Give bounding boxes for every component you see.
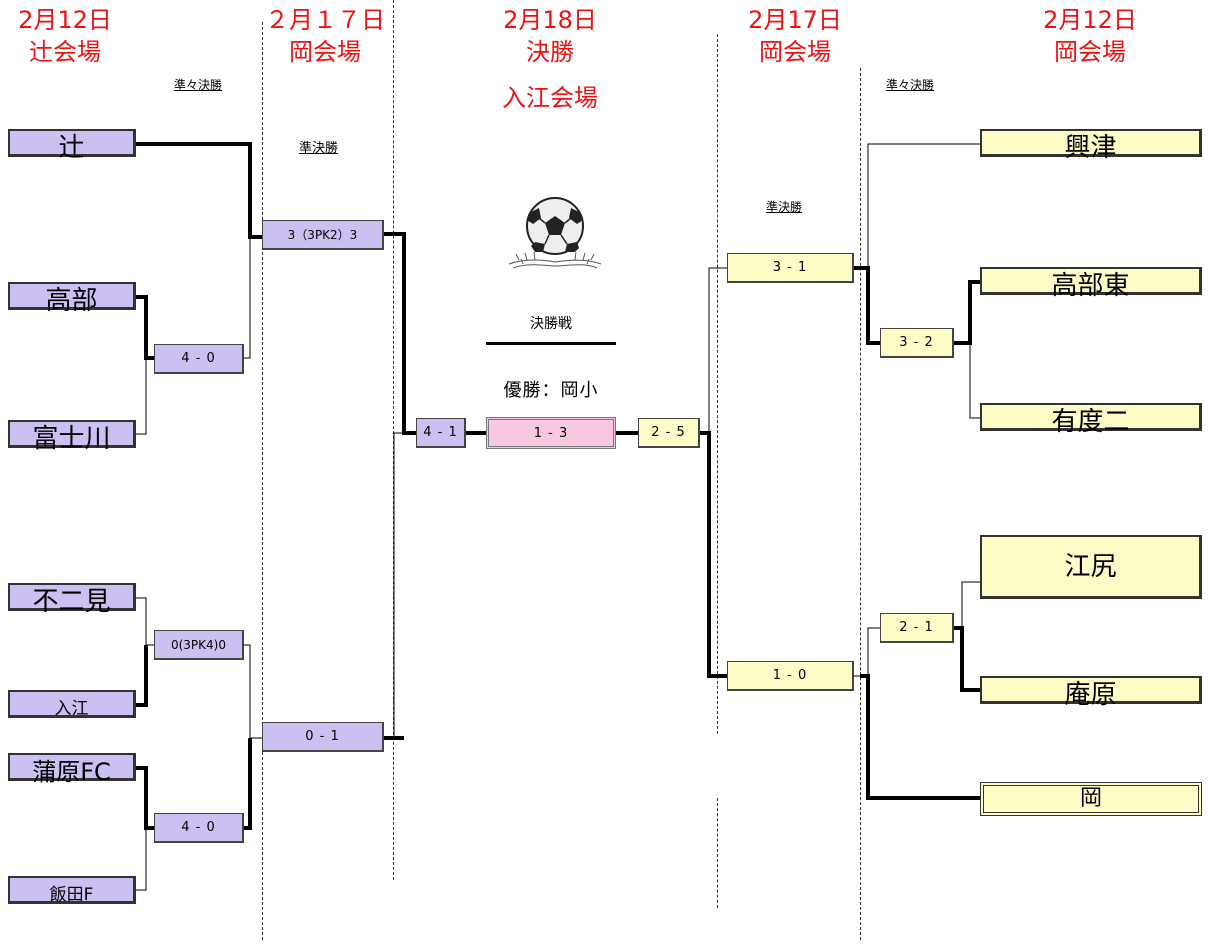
- team-tsuji: 辻: [8, 129, 136, 163]
- team-ihara-label: 庵原: [1064, 680, 1117, 710]
- line-irie-qf2: [136, 645, 148, 707]
- score-right-qf1: 3 - 2: [880, 328, 954, 358]
- header-col1: 2月12日 辻会場: [10, 4, 120, 68]
- team-fujimi: 不二見: [8, 583, 136, 617]
- left-sf-label: 準決勝: [299, 141, 339, 156]
- team-tsuji-label: 辻: [58, 133, 85, 163]
- line-okitsu-rsf1: [867, 143, 980, 268]
- score-final: 1 - 3: [486, 417, 616, 449]
- team-takabe: 高部: [8, 282, 136, 316]
- line-rfs-rsf1: [708, 267, 727, 433]
- score-left-sf1: 3（3PK2）3: [262, 220, 384, 250]
- score-left-qf3: 4 - 0: [154, 813, 244, 843]
- left-qf-label: 準々決勝: [174, 78, 223, 92]
- line-kambara-qf3: [136, 766, 154, 830]
- team-fujikawa: 富士川: [8, 420, 136, 454]
- header-col4-date: 2月17日: [748, 6, 842, 34]
- team-okitsu: 興津: [980, 129, 1202, 163]
- score-right-final-side: 2 - 5: [638, 418, 700, 448]
- team-ejiri-label: 江尻: [1064, 552, 1117, 582]
- line-takabe-qf1: [136, 295, 154, 360]
- divider-3: [717, 34, 718, 734]
- team-kambara-label: 蒲原FC: [32, 758, 111, 786]
- team-fujikawa-label: 富士川: [32, 424, 111, 454]
- soccer-ball-icon: [508, 197, 602, 269]
- header-col5-date: 2月12日: [1043, 6, 1137, 34]
- team-ejiri: 江尻: [980, 535, 1202, 599]
- header-col4-venue: 岡会場: [759, 38, 831, 66]
- header-col3-date: 2月18日: [503, 6, 597, 34]
- team-iida-label: 飯田F: [49, 885, 94, 905]
- line-sf2-lfs-thin: [393, 432, 404, 738]
- team-iida: 飯田F: [8, 876, 136, 905]
- team-uto: 有度二: [980, 403, 1202, 437]
- team-oka-label: 岡: [1079, 786, 1102, 811]
- line-qf2-sf2: [244, 644, 262, 739]
- line-rfs-rsf2: [700, 431, 727, 678]
- line-rqf1-takabehigashi: [954, 280, 980, 345]
- team-uto-label: 有度二: [1051, 407, 1130, 437]
- line-qf1-sf1: [244, 237, 251, 359]
- header-col5-venue: 岡会場: [1054, 38, 1126, 66]
- team-irie: 入江: [8, 690, 136, 719]
- line-fujimi-qf2: [136, 597, 154, 646]
- header-col4: 2月17日 岡会場: [720, 4, 870, 68]
- divider-3b: [717, 798, 718, 908]
- header-col2-venue: 岡会場: [289, 38, 361, 66]
- line-sf1-lfs: [384, 232, 416, 435]
- team-ihara: 庵原: [980, 676, 1202, 710]
- score-right-qf2: 2 - 1: [880, 613, 954, 643]
- header-col5: 2月12日 岡会場: [1030, 4, 1150, 68]
- line-rqf1-uto: [969, 343, 980, 419]
- divider-1: [262, 22, 263, 940]
- team-okitsu-label: 興津: [1064, 133, 1117, 163]
- score-left-final-side: 4 - 1: [416, 418, 466, 448]
- line-iida-qf3: [136, 828, 147, 891]
- score-left-qf2: 0(3PK4)0: [154, 630, 244, 660]
- score-right-sf1: 3 - 1: [727, 253, 854, 283]
- header-col2-date: ２月１７日: [265, 6, 385, 34]
- team-irie-label: 入江: [54, 699, 89, 719]
- divider-4: [860, 68, 861, 940]
- team-takabehigashi-label: 高部東: [1051, 271, 1130, 301]
- final-match-label: 決勝戦: [530, 316, 572, 332]
- champion-text: 優勝：岡小: [503, 380, 599, 401]
- line-rsf2-oka: [860, 674, 980, 800]
- header-col3-venue: 入江会場: [502, 84, 598, 112]
- line-rsf1-rqf1: [854, 266, 880, 345]
- score-right-sf2: 1 - 0: [727, 661, 854, 691]
- line-fujikawa-qf1: [136, 358, 147, 435]
- team-takabehigashi: 高部東: [980, 267, 1202, 301]
- line-rqf2-ejiri: [954, 581, 980, 629]
- header-col3-stage: 決勝: [526, 38, 574, 66]
- header-col3: 2月18日 決勝 入江会場: [480, 4, 620, 114]
- score-left-sf2: 0 - 1: [262, 722, 384, 752]
- final-underline: [486, 342, 616, 345]
- team-takabe-label: 高部: [45, 286, 98, 316]
- line-qf3-sf2: [244, 738, 252, 830]
- score-left-qf1: 4 - 0: [154, 344, 244, 374]
- right-sf-label: 準決勝: [766, 200, 803, 214]
- team-kambara: 蒲原FC: [8, 753, 136, 786]
- right-qf-label: 準々決勝: [886, 78, 935, 92]
- header-col2: ２月１７日 岡会場: [255, 4, 395, 68]
- line-rqf2-ihara: [954, 626, 980, 692]
- line-rsf2-rqf2: [854, 627, 880, 677]
- line-tsuji-sf1: [136, 142, 262, 239]
- header-col1-date: 2月12日: [18, 6, 112, 34]
- header-col1-venue: 辻会場: [29, 38, 101, 66]
- team-fujimi-label: 不二見: [32, 587, 111, 617]
- team-oka: 岡: [980, 782, 1202, 816]
